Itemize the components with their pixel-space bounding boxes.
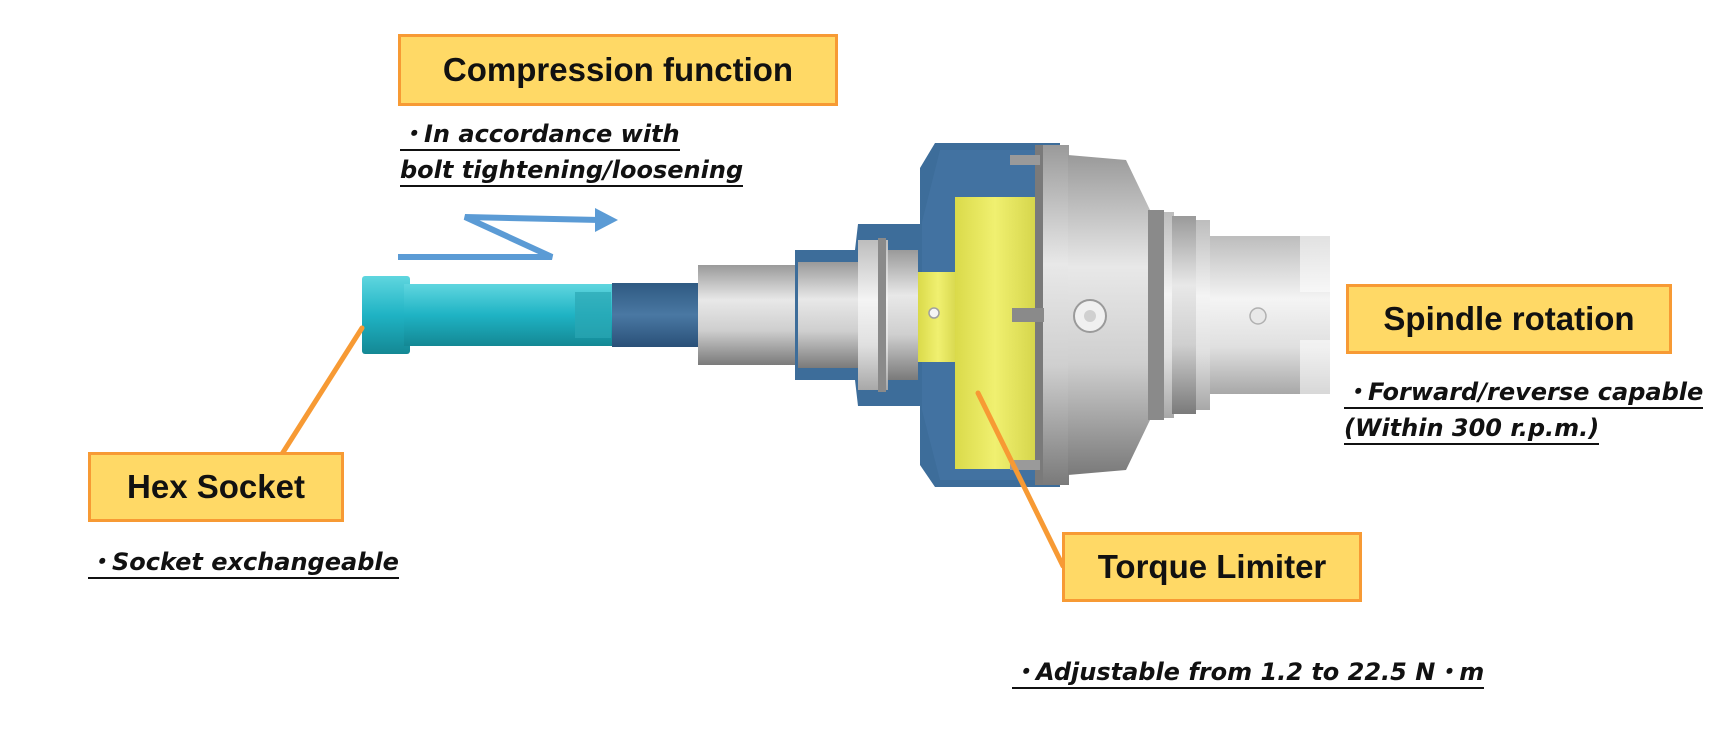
- compression-arrow: [398, 214, 601, 260]
- drive-shaft: [612, 283, 702, 347]
- torque-limiter-note: ・Adjustable from 1.2 to 22.5 N・m: [1012, 654, 1485, 690]
- hex-socket-leader: [279, 325, 365, 457]
- compression-function-label: Compression function: [398, 34, 838, 106]
- tool-holder-shank: [1148, 210, 1330, 420]
- torque-limiter-label: Torque Limiter: [1062, 532, 1362, 602]
- spindle-note-line-1: ・Forward/reverse capable: [1344, 377, 1704, 409]
- inner-rings: [798, 238, 918, 392]
- spindle-rotation-note: ・Forward/reverse capable (Within 300 r.p…: [1344, 374, 1704, 446]
- spindle-note-line-2: (Within 300 r.p.m.): [1344, 413, 1600, 445]
- compression-function-note: ・In accordance with bolt tightening/loos…: [400, 116, 744, 188]
- torque-note-line-1: ・Adjustable from 1.2 to 22.5 N・m: [1012, 657, 1485, 689]
- hex-socket-label: Hex Socket: [88, 452, 344, 522]
- hex-socket: [362, 276, 614, 354]
- compression-arrow-head: [595, 208, 618, 232]
- adapter-sleeve: [698, 265, 798, 365]
- hex-socket-note: ・Socket exchangeable: [88, 544, 399, 580]
- spindle-rotation-label: Spindle rotation: [1346, 284, 1672, 354]
- compression-note-line-2: bolt tightening/loosening: [400, 155, 744, 187]
- spindle-flange: [1010, 145, 1069, 485]
- torque-limiter-leader: [975, 390, 1066, 569]
- hex-note-line-1: ・Socket exchangeable: [88, 547, 399, 579]
- compression-note-line-1: ・In accordance with: [400, 119, 680, 151]
- spindle-body: [1068, 155, 1150, 475]
